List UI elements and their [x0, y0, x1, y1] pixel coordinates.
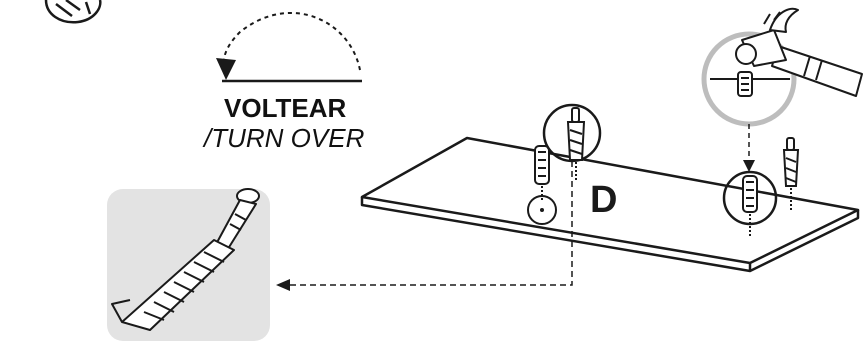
leader-arrowhead [276, 279, 290, 291]
part-letter: D [590, 179, 617, 221]
dowel-detail-icon [738, 72, 752, 96]
turn-over-label-en: /TURN OVER [204, 123, 364, 154]
rotate-arrow-icon [216, 13, 362, 81]
turn-over-label: VOLTEAR [224, 93, 346, 124]
hardware-logo-icon [46, 0, 100, 22]
